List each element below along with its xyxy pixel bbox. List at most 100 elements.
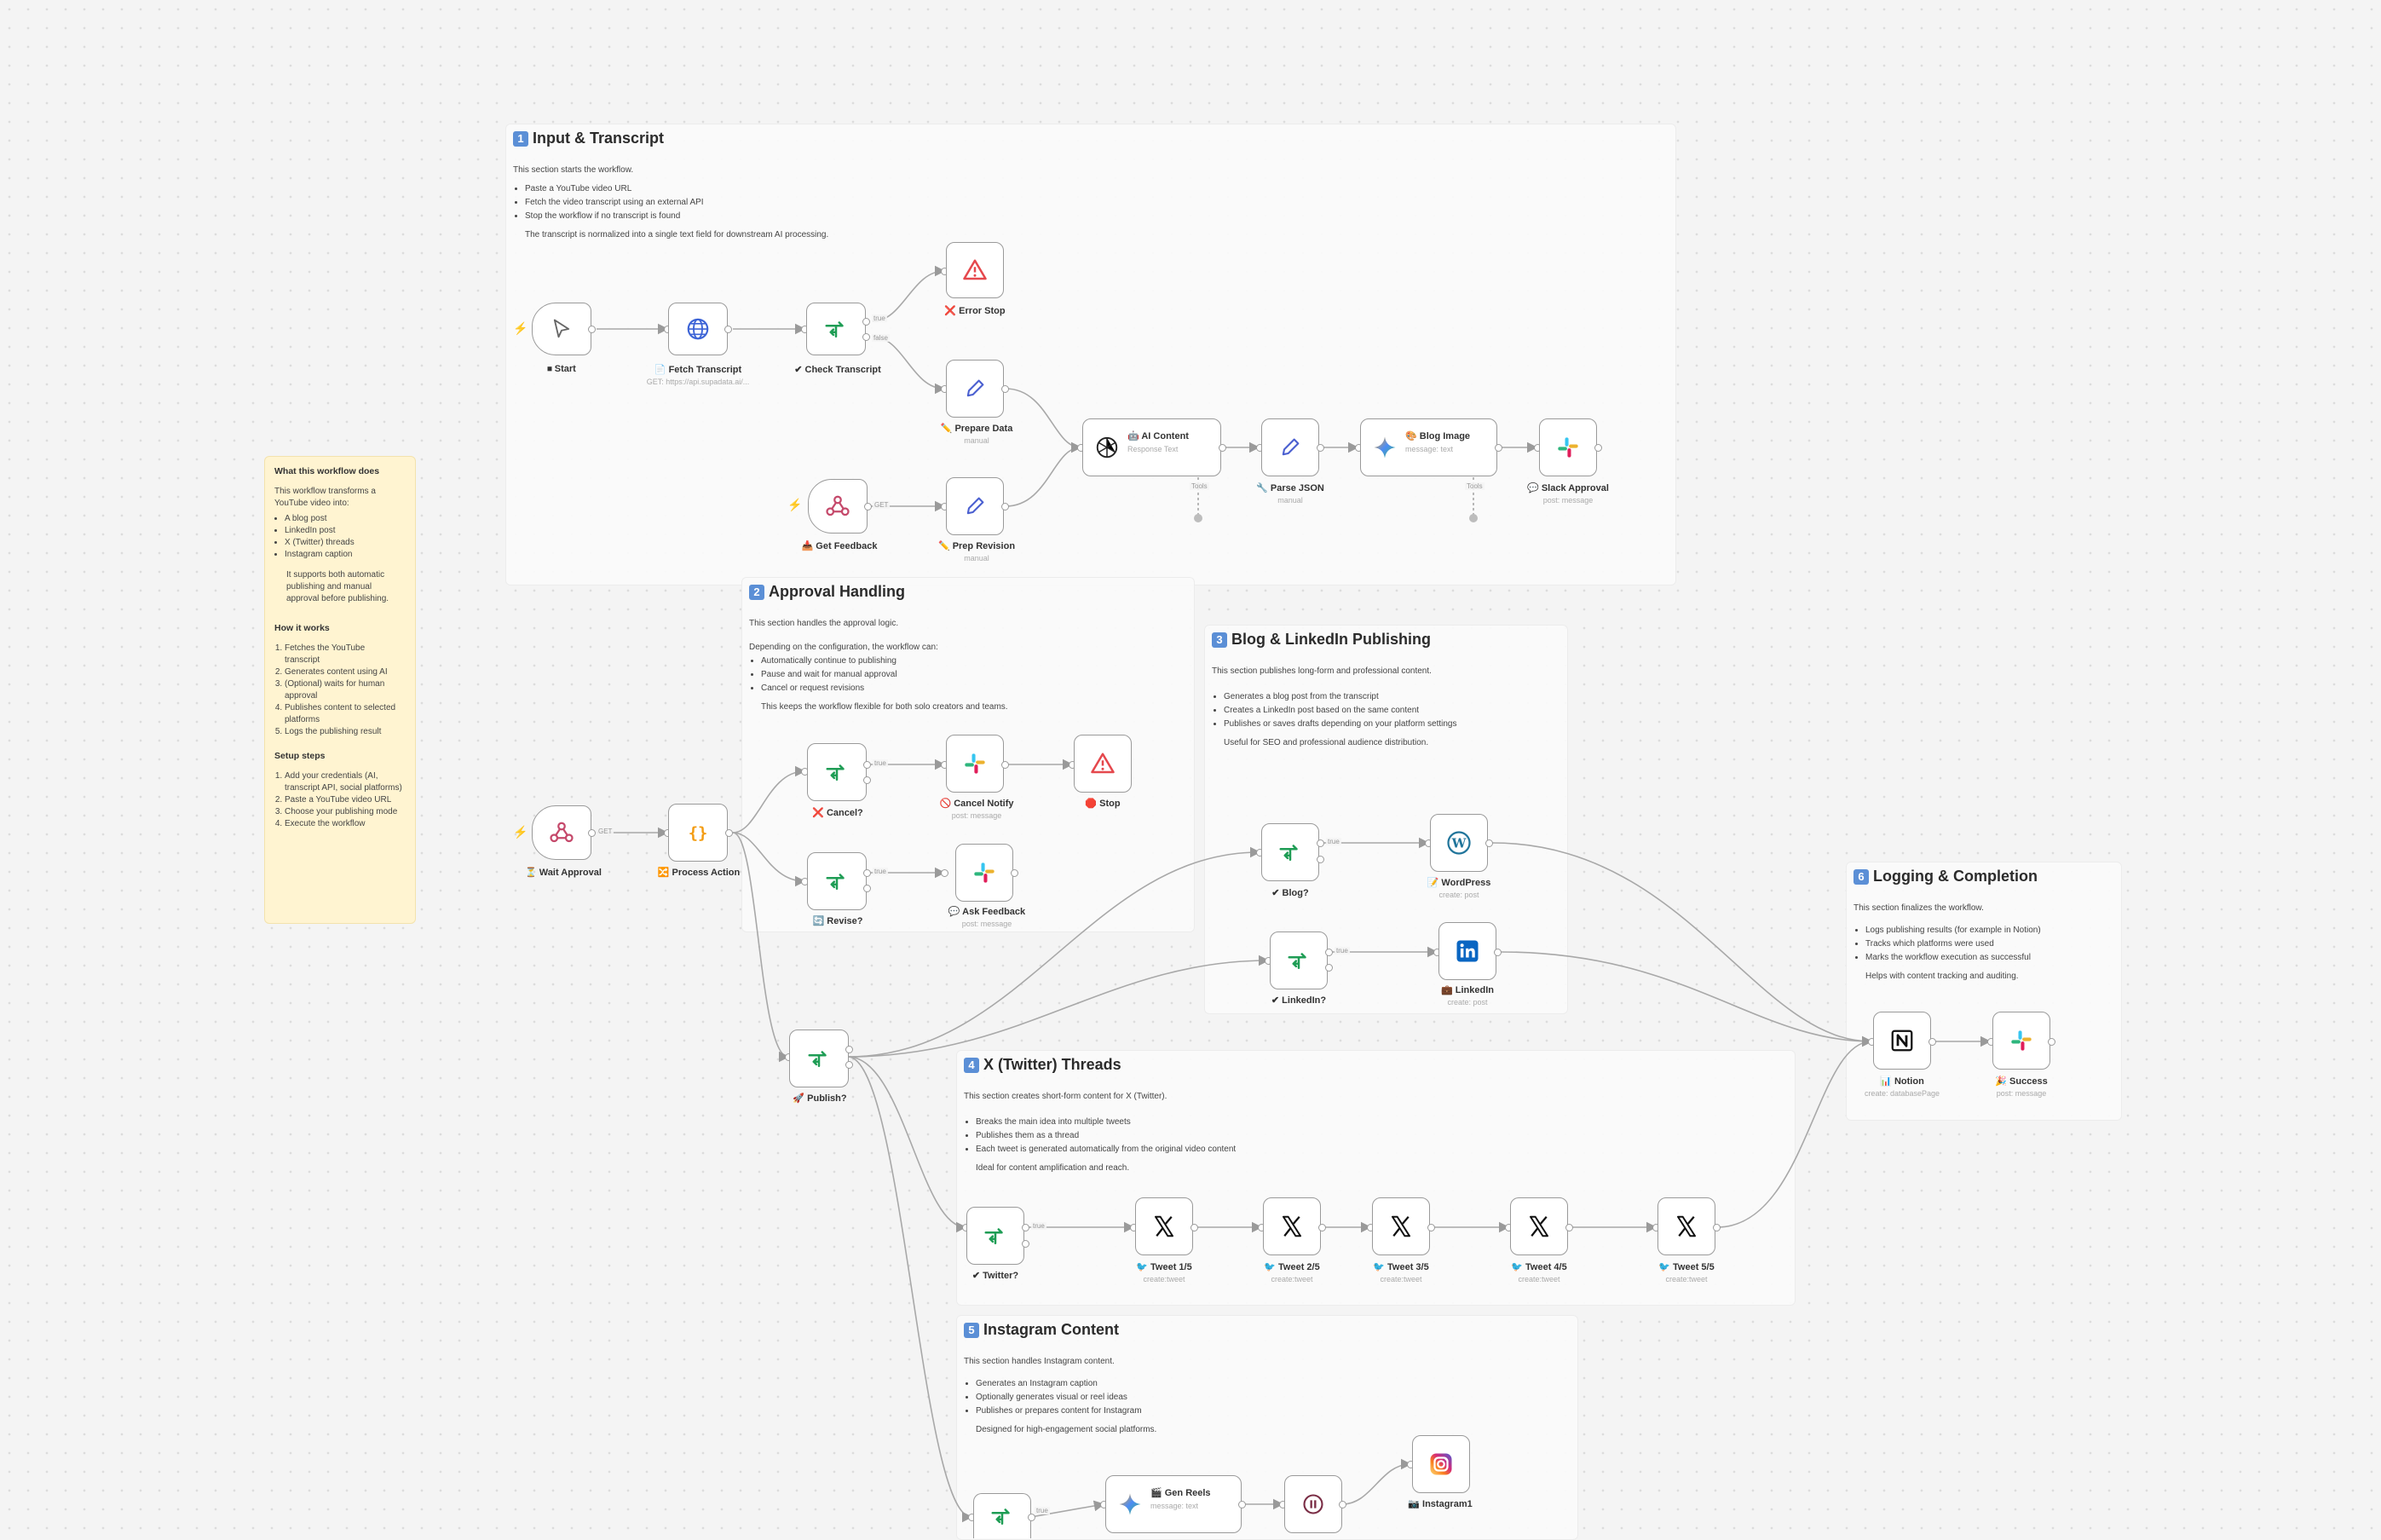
connection xyxy=(847,955,1270,1058)
node-success[interactable] xyxy=(1992,1012,2050,1070)
node-prep-revision[interactable] xyxy=(946,477,1004,535)
node-wait-approval[interactable] xyxy=(532,805,591,860)
if-icon xyxy=(984,1228,1003,1244)
node-slack-approval[interactable] xyxy=(1539,418,1597,476)
output-port[interactable] xyxy=(1001,761,1009,769)
node-cancel-check[interactable] xyxy=(807,743,867,801)
input-port[interactable] xyxy=(941,869,948,877)
node-stop[interactable] xyxy=(1074,735,1132,793)
node-get-feedback[interactable] xyxy=(808,479,868,534)
node-wait-pause[interactable] xyxy=(1284,1475,1342,1533)
node-process-action[interactable]: {} xyxy=(668,804,728,862)
node-cancel-notify[interactable] xyxy=(946,735,1004,793)
if-icon xyxy=(1288,953,1306,969)
output-port-true[interactable] xyxy=(1325,949,1333,956)
node-tweet-3[interactable] xyxy=(1372,1197,1430,1255)
wordpress-icon: W xyxy=(1447,831,1471,855)
node-ask-feedback[interactable] xyxy=(955,844,1013,902)
output-port[interactable] xyxy=(1713,1224,1721,1231)
node-gen-reels[interactable]: 🎬 Gen Reels message: text xyxy=(1105,1475,1242,1533)
output-port-true[interactable] xyxy=(845,1046,853,1053)
output-port-false[interactable] xyxy=(845,1061,853,1069)
if-icon xyxy=(991,1508,1010,1525)
output-port-true[interactable] xyxy=(863,761,871,769)
output-port[interactable] xyxy=(1001,385,1009,393)
node-tweet-4[interactable] xyxy=(1510,1197,1568,1255)
workflow-description-note[interactable]: What this workflow does This workflow tr… xyxy=(264,456,416,924)
output-port[interactable] xyxy=(725,829,733,837)
output-port-false[interactable] xyxy=(863,885,871,892)
output-port-false[interactable] xyxy=(1317,856,1324,863)
output-port[interactable] xyxy=(1485,839,1493,847)
output-port[interactable] xyxy=(1339,1501,1346,1508)
node-revise-check[interactable] xyxy=(807,852,867,910)
node-tweet-1[interactable] xyxy=(1135,1197,1193,1255)
node-linkedin[interactable] xyxy=(1438,922,1496,980)
output-port[interactable] xyxy=(1928,1038,1936,1046)
output-port[interactable] xyxy=(1001,503,1009,510)
output-port[interactable] xyxy=(1594,444,1602,452)
node-blog-image[interactable]: 🎨 Blog Image message: text xyxy=(1360,418,1497,476)
node-publish-check[interactable] xyxy=(789,1030,849,1087)
instagram-icon xyxy=(1430,1453,1452,1475)
node-instagram-check[interactable] xyxy=(973,1493,1031,1538)
output-port[interactable] xyxy=(1494,949,1502,956)
node-tweet-2[interactable] xyxy=(1263,1197,1321,1255)
output-port[interactable] xyxy=(1565,1224,1573,1231)
output-port-true[interactable] xyxy=(1317,839,1324,847)
slack-icon xyxy=(1558,437,1578,458)
output-port-true[interactable] xyxy=(1028,1514,1035,1521)
output-port[interactable] xyxy=(2048,1038,2055,1046)
node-notion[interactable] xyxy=(1873,1012,1931,1070)
output-port-false[interactable] xyxy=(863,776,871,784)
output-port-false[interactable] xyxy=(1022,1240,1029,1248)
node-wordpress[interactable]: W xyxy=(1430,814,1488,872)
node-blog-check[interactable] xyxy=(1261,823,1319,881)
edge-label-get: GET xyxy=(597,828,614,835)
output-port-true[interactable] xyxy=(1022,1224,1029,1231)
edge-label-true: true xyxy=(873,759,888,767)
output-port[interactable] xyxy=(588,326,596,333)
node-start[interactable] xyxy=(532,303,591,355)
output-port[interactable] xyxy=(1238,1501,1246,1508)
output-port[interactable] xyxy=(1219,444,1226,452)
output-port-true[interactable] xyxy=(862,318,870,326)
edge-label-true: true xyxy=(1035,1507,1050,1514)
node-ai-content[interactable]: 🤖 AI Content Response Text xyxy=(1082,418,1221,476)
x-icon xyxy=(1677,1215,1696,1237)
node-tweet-5[interactable] xyxy=(1657,1197,1715,1255)
output-port[interactable] xyxy=(724,326,732,333)
output-port[interactable] xyxy=(1427,1224,1435,1231)
node-prepare-data[interactable] xyxy=(946,360,1004,418)
output-port-false[interactable] xyxy=(862,333,870,341)
node-parse-json[interactable] xyxy=(1261,418,1319,476)
node-error-stop[interactable] xyxy=(946,242,1004,298)
warning-icon xyxy=(1091,753,1115,774)
output-port-false[interactable] xyxy=(1325,964,1333,972)
node-check-transcript[interactable] xyxy=(806,303,866,355)
output-port[interactable] xyxy=(1190,1224,1198,1231)
x-icon xyxy=(1283,1215,1301,1237)
node-linkedin-check[interactable] xyxy=(1270,931,1328,989)
node-instagram[interactable] xyxy=(1412,1435,1470,1493)
output-port[interactable] xyxy=(1495,444,1502,452)
output-port[interactable] xyxy=(1011,869,1018,877)
connection xyxy=(732,832,790,1063)
node-fetch-transcript[interactable] xyxy=(668,303,728,355)
if-icon xyxy=(826,874,845,890)
webhook-icon xyxy=(826,495,850,516)
output-port[interactable] xyxy=(864,503,872,510)
output-port[interactable] xyxy=(1318,1224,1326,1231)
output-port[interactable] xyxy=(588,829,596,837)
output-port-true[interactable] xyxy=(863,869,871,877)
connection xyxy=(1005,441,1082,507)
output-port[interactable] xyxy=(1317,444,1324,452)
linkedin-icon xyxy=(1456,940,1479,962)
node-twitter-check[interactable] xyxy=(966,1207,1024,1265)
